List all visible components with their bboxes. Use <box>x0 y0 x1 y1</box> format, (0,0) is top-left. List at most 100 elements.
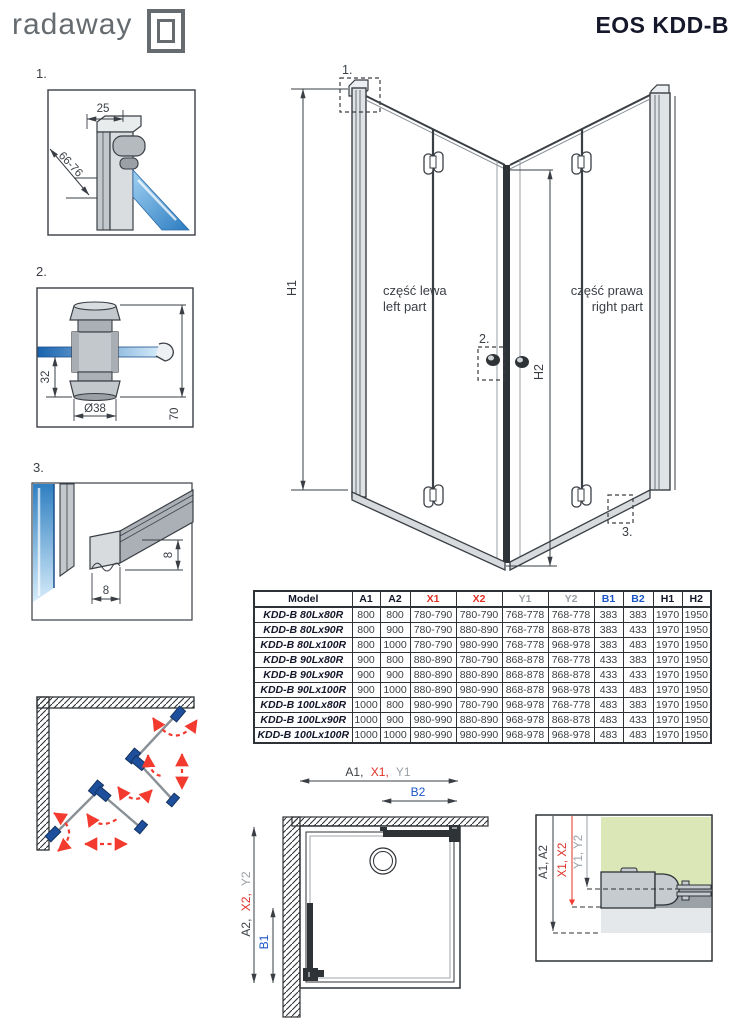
detail-2-drawing: 32 Ø38 70 <box>36 287 194 428</box>
value-cell: 1950 <box>681 622 712 638</box>
value-cell: 980-990 <box>409 727 457 744</box>
value-cell: 433 <box>593 667 624 683</box>
left-door-handle <box>318 970 324 977</box>
value-cell: 868-878 <box>547 622 595 638</box>
detail-3-drawing: 8 8 <box>31 482 194 621</box>
value-cell: 800 <box>379 697 411 713</box>
value-cell: 900 <box>351 682 381 698</box>
left-dim-label: A2, X2, Y2 <box>239 871 253 937</box>
value-cell: 483 <box>622 682 654 698</box>
value-cell: 868-878 <box>547 667 595 683</box>
dim-8-height: 8 <box>163 552 175 558</box>
top-view-drawing: A1, X1, Y1 B2 A2, X2, Y2 B1 <box>239 765 489 1018</box>
value-cell: 483 <box>622 637 654 653</box>
dim-38: Ø38 <box>84 403 106 415</box>
column-header-x2: X2 <box>455 590 503 608</box>
value-cell: 1970 <box>652 727 683 744</box>
value-cell: 483 <box>593 712 624 728</box>
value-cell: 800 <box>351 606 381 623</box>
marker-1: 1. <box>342 63 352 77</box>
value-cell: 868-878 <box>547 712 595 728</box>
clamp-knob <box>119 157 139 170</box>
value-cell: 1000 <box>351 712 381 728</box>
dim-8-width: 8 <box>103 585 109 597</box>
value-cell: 1970 <box>652 622 683 638</box>
value-cell: 800 <box>351 622 381 638</box>
model-cell: KDD-B 90Lx100R <box>253 682 353 698</box>
right-bottom-rail <box>509 488 651 572</box>
left-door-panel <box>307 903 313 977</box>
value-cell: 780-790 <box>409 606 457 623</box>
wall-profile-front <box>96 131 111 231</box>
value-cell: 1000 <box>379 682 411 698</box>
value-cell: 800 <box>379 652 411 668</box>
left-door-wall-bracket <box>303 968 318 981</box>
value-cell: 1000 <box>351 697 381 713</box>
dim-h1: H1 <box>285 280 299 296</box>
dim-x1x2: X1, X2 <box>557 843 569 878</box>
dim-b2: B2 <box>411 785 426 799</box>
value-cell: 880-890 <box>409 682 457 698</box>
wall-top <box>291 816 489 827</box>
value-cell: 900 <box>351 667 381 683</box>
detail-3-label: 3. <box>33 460 44 475</box>
value-cell: 780-790 <box>455 697 503 713</box>
column-header-x1: X1 <box>409 590 457 608</box>
value-cell: 768-778 <box>547 652 595 668</box>
model-cell: KDD-B 80Lx80R <box>253 606 353 623</box>
profile-cap <box>96 115 142 133</box>
right-wall-profile <box>649 92 671 491</box>
value-cell: 968-978 <box>547 727 595 744</box>
value-cell: 1950 <box>681 667 712 683</box>
value-cell: 780-790 <box>409 637 457 653</box>
column-header-b2: B2 <box>622 590 654 608</box>
detail-1-drawing: 25 66-76 <box>47 89 196 236</box>
left-wall-profile <box>351 87 367 498</box>
shower-tray-rim <box>305 831 455 983</box>
value-cell: 1950 <box>681 652 712 668</box>
value-cell: 768-778 <box>547 606 595 623</box>
value-cell: 1950 <box>681 712 712 728</box>
right-fold-hinge-top <box>571 151 592 175</box>
value-cell: 780-790 <box>455 652 503 668</box>
column-header-a1: A1 <box>351 590 381 608</box>
model-cell: KDD-B 100Lx80R <box>253 697 353 713</box>
value-cell: 1000 <box>379 637 411 653</box>
radaway-logo-icon <box>147 9 185 53</box>
model-cell: KDD-B 80Lx100R <box>253 637 353 653</box>
dim-66-76-line <box>49 148 90 196</box>
band-light-gray <box>601 908 711 933</box>
value-cell: 1000 <box>379 727 411 744</box>
top-door-panel <box>383 830 450 837</box>
column-header-y2: Y2 <box>547 590 595 608</box>
value-cell: 1970 <box>652 667 683 683</box>
value-cell: 880-890 <box>455 712 503 728</box>
wall-left <box>282 816 301 1018</box>
dim-x1: X1, <box>371 765 389 779</box>
column-header-h2: H2 <box>681 590 712 608</box>
wall-mount-detail: A1, A2 X1, X2 Y1, Y2 <box>535 814 713 962</box>
value-cell: 900 <box>379 667 411 683</box>
value-cell: 968-978 <box>501 712 549 728</box>
top-door-wall-bracket <box>449 825 460 842</box>
value-cell: 868-878 <box>501 682 549 698</box>
value-cell: 968-978 <box>501 727 549 744</box>
value-cell: 880-890 <box>409 667 457 683</box>
swing-diagram <box>36 696 198 852</box>
right-door-knob <box>515 356 529 368</box>
top-door-handle <box>380 827 387 831</box>
column-header-a2: A2 <box>379 590 411 608</box>
column-header-h1: H1 <box>652 590 683 608</box>
dim-y2: Y2 <box>239 871 253 886</box>
h2-dimension: H2 <box>506 169 557 567</box>
value-cell: 1970 <box>652 652 683 668</box>
value-cell: 433 <box>622 667 654 683</box>
marker-3: 3. <box>622 525 632 539</box>
value-cell: 1970 <box>652 682 683 698</box>
